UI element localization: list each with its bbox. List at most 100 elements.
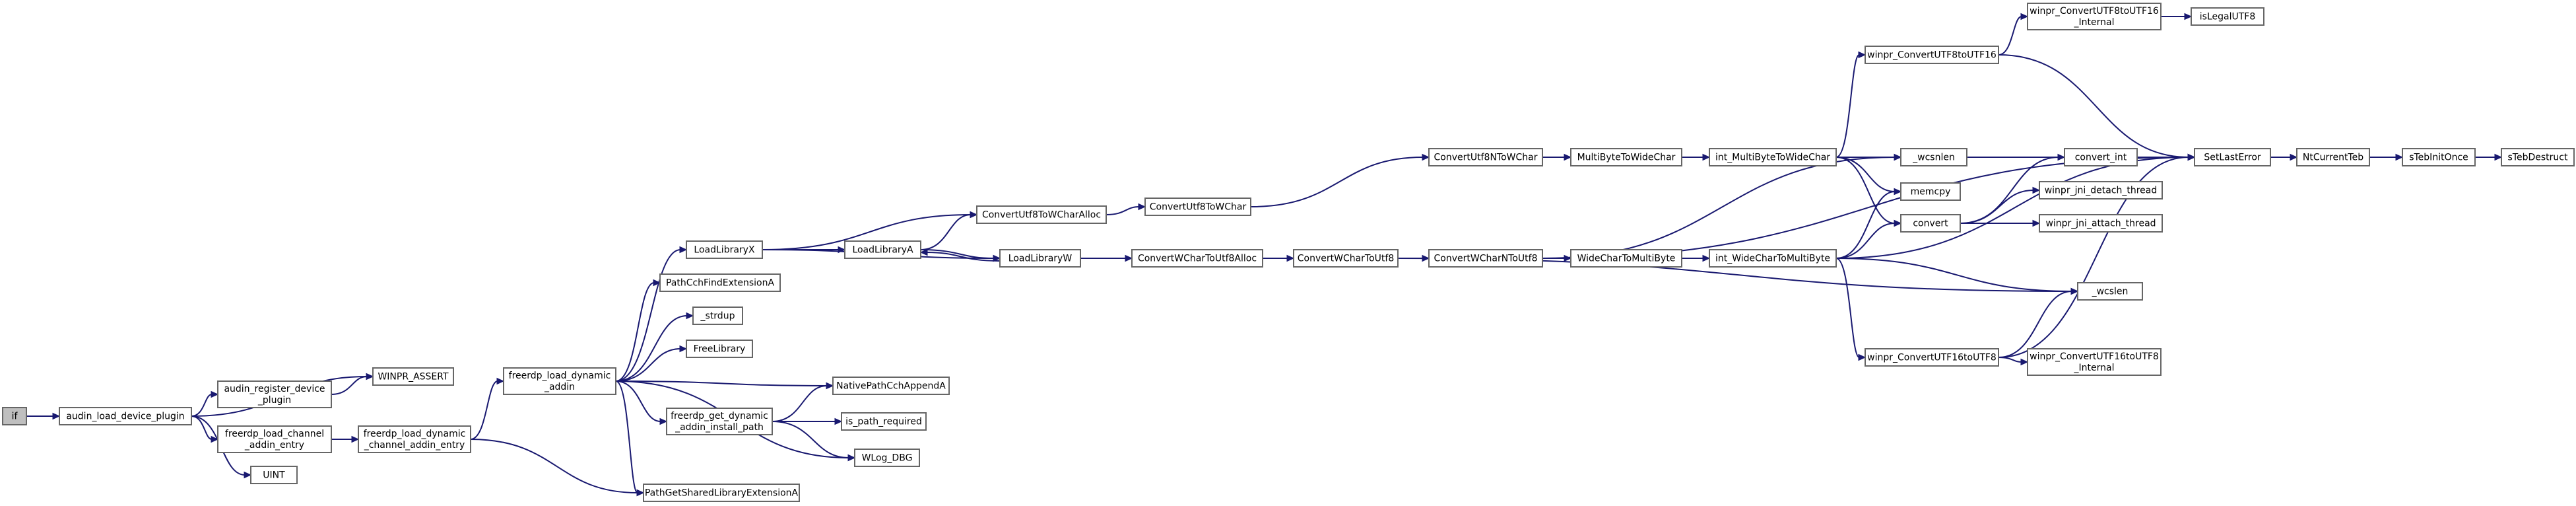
- edge-line: [191, 394, 213, 417]
- edge-convertwcharntoutf8-to-wcsnlen: [1542, 153, 1902, 259]
- node-box: [686, 240, 763, 259]
- node-label: freerdp_load_channel: [225, 429, 324, 439]
- node-int-widechartomultibyte[interactable]: int_WideCharToMultiByte: [1709, 249, 1837, 268]
- edge-line: [926, 252, 1001, 262]
- edge-audin-load-device-plugin-to-audin-register-device-plugin: [191, 390, 219, 417]
- node-loadlibraryx[interactable]: LoadLibraryX: [686, 240, 763, 259]
- edge-freerdp-load-channel-addin-entry-to-freerdp-load-dynamic-channel-addin-entry: [331, 435, 360, 443]
- node-memcpy[interactable]: memcpy: [1900, 182, 1961, 201]
- node-uint[interactable]: UINT: [250, 466, 298, 484]
- edge-arrowhead: [679, 246, 688, 254]
- edge-line: [1542, 157, 1896, 259]
- node-stebdestruct[interactable]: sTebDestruct: [2501, 148, 2575, 166]
- node-widechartomultibyte[interactable]: WideCharToMultiByte: [1570, 249, 1682, 268]
- node-is-path-required[interactable]: is_path_required: [841, 412, 927, 431]
- edge-line: [1835, 157, 1896, 224]
- node-convertutf8towcharalloc[interactable]: ConvertUtf8ToWCharAlloc: [976, 205, 1107, 224]
- node-freerdp-get-dynamic-addin-install-path[interactable]: freerdp_get_dynamic_addin_install_path: [666, 408, 773, 435]
- edge-line: [1998, 54, 2189, 158]
- edge-widechartomultibyte-to-int-widechartomultibyte: [1682, 254, 1711, 262]
- node-label: winpr_ConvertUTF8toUTF16: [1867, 50, 1997, 61]
- node-box: [1709, 148, 1837, 166]
- node-label: freerdp_load_dynamic: [364, 429, 466, 439]
- node-box: [2194, 148, 2271, 166]
- node-islegalutf8[interactable]: isLegalUTF8: [2191, 7, 2264, 26]
- node-box: [2402, 148, 2476, 166]
- edge-line: [1998, 357, 2022, 363]
- node-audin-load-device-plugin[interactable]: audin_load_device_plugin: [59, 407, 192, 425]
- node-winpr-assert[interactable]: WINPR_ASSERT: [372, 367, 454, 386]
- edge-arrowhead: [826, 382, 834, 390]
- node-wcsnlen[interactable]: _wcsnlen: [1900, 148, 1967, 166]
- node-convert[interactable]: convert: [1900, 214, 1961, 233]
- edge-line: [1835, 258, 2072, 292]
- node-if[interactable]: if: [2, 407, 27, 425]
- node-winpr-convertutf8toutf16-internal[interactable]: winpr_ConvertUTF8toUTF16_Internal: [2027, 3, 2162, 30]
- node-winpr-jni-detach-thread[interactable]: winpr_jni_detach_thread: [2039, 181, 2163, 199]
- edge-arrowhead: [244, 471, 252, 479]
- node-wlog-dbg[interactable]: WLog_DBG: [854, 449, 920, 467]
- node-label: UINT: [263, 470, 285, 481]
- node-box: [692, 307, 743, 325]
- node-stebinitonce[interactable]: sTebInitOnce: [2402, 148, 2476, 166]
- node-setlasterror[interactable]: SetLastError: [2194, 148, 2271, 166]
- node-audin-register-device-plugin[interactable]: audin_register_device_plugin: [217, 380, 332, 408]
- node-nativepathcchappenda[interactable]: NativePathCchAppendA: [832, 377, 950, 395]
- node-freerdp-load-dynamic-channel-addin-entry[interactable]: freerdp_load_dynamic_channel_addin_entry: [358, 425, 471, 453]
- node-freerdp-load-dynamic-addin[interactable]: freerdp_load_dynamic_addin: [503, 367, 616, 395]
- edge-line: [1960, 190, 2034, 224]
- edge-line: [615, 348, 681, 382]
- node-box: [1570, 148, 1682, 166]
- edge-loadlibraryw-to-convertwchartoutf8alloc: [1080, 254, 1133, 262]
- node-pathcchfindextensiona[interactable]: PathCchFindExtensionA: [659, 273, 781, 292]
- node-label: convert: [1913, 219, 1948, 229]
- edge-arrowhead: [2070, 287, 2079, 295]
- node-convertwcharntoutf8[interactable]: ConvertWCharNToUtf8: [1428, 249, 1543, 268]
- node-convertwchartoutf8alloc[interactable]: ConvertWCharToUtf8Alloc: [1131, 249, 1263, 268]
- edge-winpr-convertutf8toutf16-internal-to-islegalutf8: [2161, 13, 2193, 20]
- node-strdup[interactable]: _strdup: [692, 307, 743, 325]
- node-winpr-convertutf16toutf8-internal[interactable]: winpr_ConvertUTF16toUTF8_Internal: [2027, 348, 2162, 376]
- edge-setlasterror-to-ntcurrentteb: [2270, 153, 2298, 161]
- node-winpr-convertutf16toutf8[interactable]: winpr_ConvertUTF16toUTF8: [1865, 348, 1999, 367]
- node-label: int_WideCharToMultiByte: [1715, 254, 1830, 264]
- node-ntcurrentteb[interactable]: NtCurrentTeb: [2296, 148, 2370, 166]
- node-box: [1293, 249, 1399, 268]
- node-wcslen[interactable]: _wcslen: [2077, 282, 2143, 301]
- node-winpr-jni-attach-thread[interactable]: winpr_jni_attach_thread: [2039, 214, 2163, 233]
- node-loadlibraryw[interactable]: LoadLibraryW: [999, 249, 1081, 268]
- node-winpr-convertutf8toutf16[interactable]: winpr_ConvertUTF8toUTF16: [1865, 46, 1999, 64]
- node-pathgetsharedlibraryextensiona[interactable]: PathGetSharedLibraryExtensionA: [643, 484, 800, 502]
- edge-int-widechartomultibyte-to-memcpy: [1835, 188, 1902, 259]
- node-label: winpr_jni_attach_thread: [2045, 219, 2156, 229]
- node-box: [999, 249, 1081, 268]
- edge-freerdp-load-dynamic-addin-to-freerdp-get-dynamic-addin-install-path: [615, 380, 668, 425]
- edge-int-widechartomultibyte-to-winpr-convertutf16toutf8: [1835, 258, 1866, 361]
- node-convertutf8ntowchar[interactable]: ConvertUtf8NToWChar: [1428, 148, 1543, 166]
- node-int-multibytetowidechar[interactable]: int_MultiByteToWideChar: [1709, 148, 1837, 166]
- node-box: [250, 466, 298, 484]
- node-multibytetowidechar[interactable]: MultiByteToWideChar: [1570, 148, 1682, 166]
- node-loadlibrarya[interactable]: LoadLibraryA: [844, 240, 921, 259]
- node-label: _Internal: [2074, 363, 2115, 373]
- edge-freerdp-load-dynamic-addin-to-strdup: [615, 312, 694, 382]
- edge-line: [1998, 16, 2022, 55]
- edge-arrowhead: [496, 377, 505, 385]
- edge-arrowhead: [919, 248, 928, 256]
- node-label: FreeLibrary: [694, 344, 746, 355]
- node-freelibrary[interactable]: FreeLibrary: [686, 340, 753, 358]
- edge-arrowhead: [2032, 186, 2041, 194]
- edge-line: [615, 282, 655, 382]
- edge-int-widechartomultibyte-to-convert: [1835, 219, 1902, 259]
- edge-arrowhead: [970, 211, 978, 219]
- edge-line: [615, 380, 638, 493]
- node-label: ConvertUtf8NToWChar: [1434, 153, 1538, 163]
- node-box: [1570, 249, 1682, 268]
- call-graph-nodes: if audin_load_device_plugin audin_register…: [2, 3, 2575, 502]
- node-convertwchartoutf8[interactable]: ConvertWCharToUtf8: [1293, 249, 1399, 268]
- edge-int-multibytetowidechar-to-memcpy: [1835, 157, 1902, 196]
- node-convert-int[interactable]: convert_int: [2064, 148, 2138, 166]
- node-convertutf8towchar[interactable]: ConvertUtf8ToWChar: [1144, 198, 1251, 216]
- node-freerdp-load-channel-addin-entry[interactable]: freerdp_load_channel_addin_entry: [217, 425, 332, 453]
- edge-freerdp-load-dynamic-addin-to-freelibrary: [615, 345, 688, 382]
